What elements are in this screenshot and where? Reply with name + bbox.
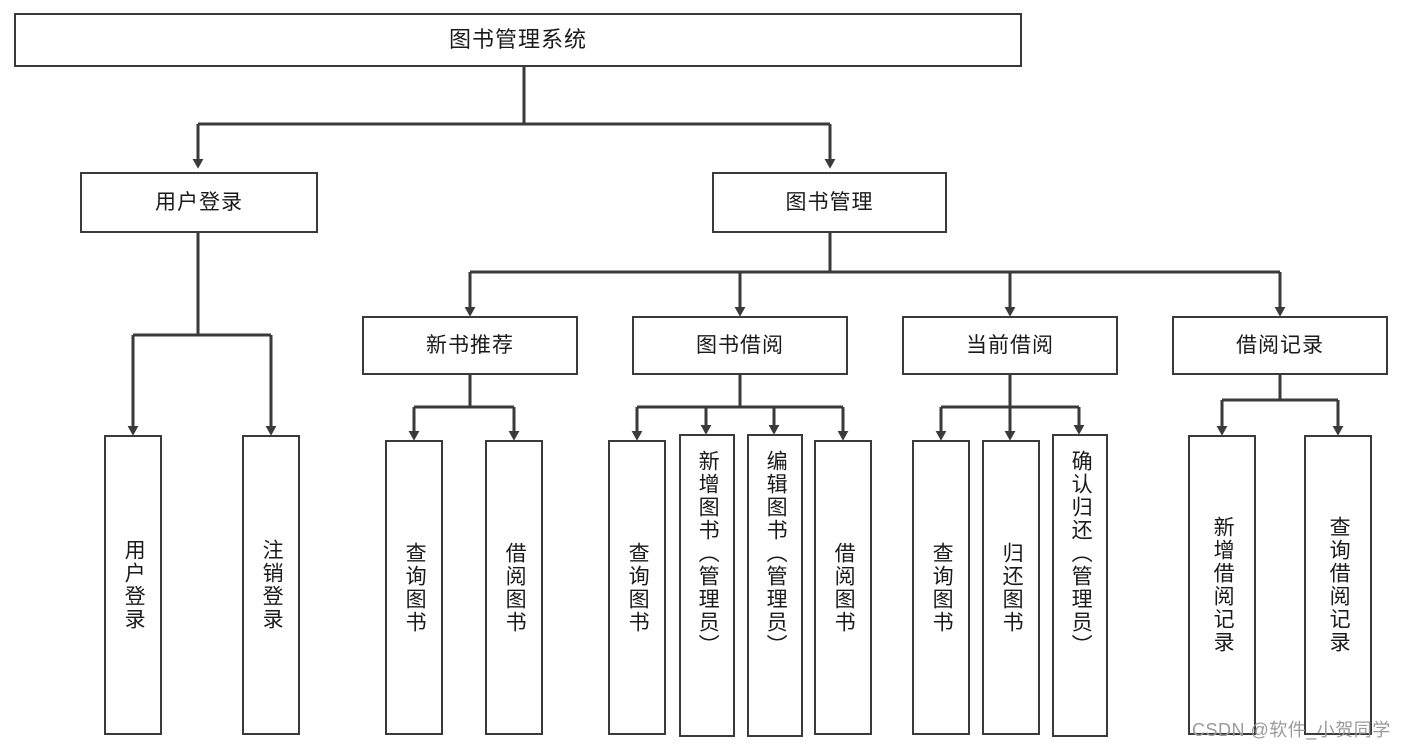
leaf-edit-book-admin[interactable]: 编辑图书（管理员） [747, 434, 803, 737]
node-label: 图书借阅 [696, 333, 784, 357]
watermark: CSDN @软件_小贺同学 [1192, 720, 1391, 740]
node-label: 归还图书 [1000, 541, 1024, 634]
node-root-system[interactable]: 图书管理系统 [14, 13, 1022, 67]
node-label: 用户登录 [122, 539, 146, 631]
node-label: 查询借阅记录 [1327, 516, 1351, 654]
leaf-borrow-book-recommend[interactable]: 借阅图书 [485, 440, 543, 735]
node-book-management[interactable]: 图书管理 [712, 172, 947, 233]
node-label: 新书推荐 [426, 333, 514, 357]
node-label: 借阅图书 [503, 541, 527, 634]
node-label: 确认归还（管理员） [1069, 450, 1093, 657]
leaf-query-book-recommend[interactable]: 查询图书 [385, 440, 443, 735]
node-label: 查询图书 [930, 541, 954, 634]
node-label: 图书管理系统 [448, 26, 587, 52]
leaf-user-login[interactable]: 用户登录 [104, 435, 162, 735]
node-label: 用户登录 [155, 190, 243, 214]
leaf-logout[interactable]: 注销登录 [242, 435, 300, 735]
node-label: 新增图书（管理员） [696, 450, 720, 657]
leaf-return-book[interactable]: 归还图书 [982, 440, 1040, 735]
leaf-add-book-admin[interactable]: 新增图书（管理员） [679, 434, 735, 737]
leaf-query-borrow-record[interactable]: 查询借阅记录 [1304, 435, 1372, 735]
node-label: 新增借阅记录 [1211, 516, 1235, 654]
leaf-query-book-borrow[interactable]: 查询图书 [608, 440, 666, 735]
node-label: 编辑图书（管理员） [764, 450, 788, 657]
leaf-confirm-return-admin[interactable]: 确认归还（管理员） [1052, 434, 1108, 737]
leaf-borrow-book[interactable]: 借阅图书 [814, 440, 872, 735]
node-label: 借阅图书 [832, 541, 856, 634]
node-label: 图书管理 [785, 190, 874, 214]
node-label: 查询图书 [626, 541, 650, 634]
node-new-book-recommend[interactable]: 新书推荐 [362, 316, 578, 375]
node-label: 借阅记录 [1236, 333, 1324, 357]
leaf-query-book-current[interactable]: 查询图书 [912, 440, 970, 735]
node-label: 注销登录 [260, 539, 284, 631]
node-user-login[interactable]: 用户登录 [80, 172, 318, 233]
leaf-add-borrow-record[interactable]: 新增借阅记录 [1188, 435, 1256, 735]
node-label: 当前借阅 [966, 333, 1054, 357]
node-current-borrow[interactable]: 当前借阅 [902, 316, 1118, 375]
node-label: 查询图书 [403, 541, 427, 634]
node-borrow-record[interactable]: 借阅记录 [1172, 316, 1388, 375]
node-book-borrow[interactable]: 图书借阅 [632, 316, 848, 375]
